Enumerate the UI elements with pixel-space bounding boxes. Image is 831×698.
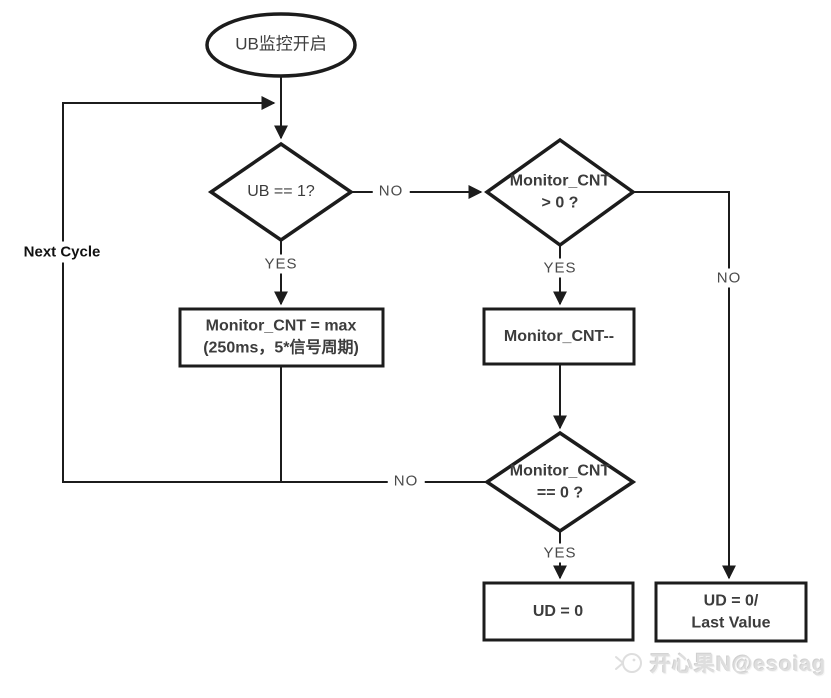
process-udlast-line2: Last Value — [691, 614, 771, 631]
process-udlast-label: UD = 0/ Last Value — [691, 590, 770, 633]
process-udzero-label: UD = 0 — [532, 603, 584, 621]
process-setmax-line2: (250ms，5*信号周期) — [203, 339, 359, 356]
decision-cnteq0-line2: == 0 ? — [536, 484, 584, 501]
edge-label-cnteq0-yes: YES — [537, 543, 583, 563]
edge-cntgt0-no — [633, 191, 736, 580]
process-udlast-line1: UD = 0/ — [703, 592, 759, 610]
watermark-text: 开心果N@esoiag — [650, 653, 827, 676]
decision-cnteq0-line1: Monitor_CNT — [509, 462, 611, 480]
edge-label-cnteq0-no: NO — [387, 471, 425, 491]
terminator-start-shape — [205, 12, 357, 78]
edge-label-next-cycle: Next Cycle — [21, 241, 103, 263]
decision-cntgt0-line2: > 0 ? — [541, 194, 579, 211]
decision-cntgt0-label: Monitor_CNT > 0 ? — [510, 170, 610, 213]
decision-checkub-shape — [207, 141, 355, 243]
decision-cnteq0-label: Monitor_CNT == 0 ? — [510, 460, 610, 503]
decision-cnteq0-shape — [483, 430, 637, 534]
process-udzero-shape — [482, 581, 635, 642]
decision-checkub-label: UB == 1? — [247, 183, 315, 201]
edge-label-cntgt0-yes: YES — [537, 258, 583, 278]
process-udlast-shape — [654, 581, 808, 643]
edge-label-ub-no: NO — [372, 181, 410, 201]
process-setmax-line1: Monitor_CNT = max — [205, 317, 357, 335]
terminator-start-label: UB监控开启 — [235, 34, 327, 54]
decision-cntgt0-line1: Monitor_CNT — [509, 172, 611, 190]
edge-label-ub-yes: YES — [258, 254, 304, 274]
watermark-doodle-icon — [615, 653, 642, 673]
process-decrement-shape — [482, 307, 636, 366]
edge-label-cntgt0-no: NO — [710, 268, 748, 288]
edge-loop-next-cycle — [62, 96, 487, 483]
watermark: 开心果N@esoiag — [614, 648, 826, 678]
process-setmax-shape — [178, 307, 385, 368]
process-decrement-label: Monitor_CNT-- — [503, 328, 615, 346]
decision-cntgt0-shape — [484, 137, 636, 248]
process-setmax-label: Monitor_CNT = max (250ms，5*信号周期) — [203, 315, 359, 358]
